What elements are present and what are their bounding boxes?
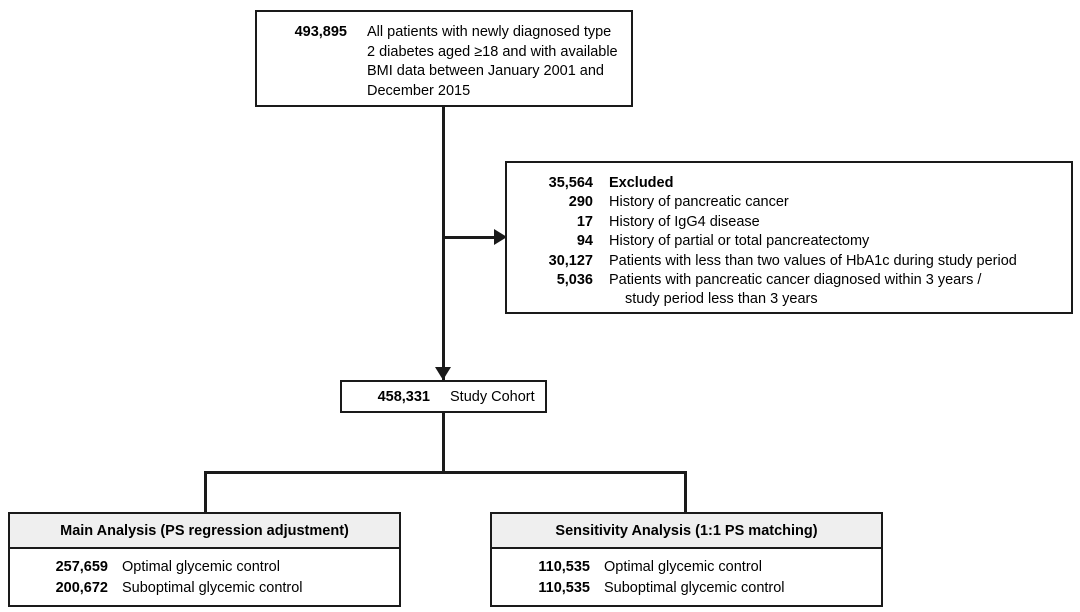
study-cohort-row: 458,331 Study Cohort (356, 389, 535, 405)
excluded-total-label: Excluded (609, 175, 674, 191)
excluded-reason-row: 94 History of partial or total pancreate… (519, 232, 1063, 251)
source-population-row: 493,895 All patients with newly diagnose… (271, 23, 621, 101)
excluded-reason-label: History of IgG4 disease (609, 213, 760, 230)
excluded-reason-label: History of pancreatic cancer (609, 194, 789, 211)
excluded-reason-count: 94 (576, 233, 593, 250)
excluded-reason-row: 290 History of pancreatic cancer (519, 193, 1063, 212)
connector-cohort-split-stem (442, 413, 445, 473)
connector-to-sensitivity-analysis (684, 471, 687, 513)
main-analysis-body: 257,659 Optimal glycemic control 200,672… (10, 549, 399, 607)
excluded-reason-count: 290 (568, 194, 593, 211)
main-analysis-count: 257,659 (55, 559, 108, 575)
excluded-reason-row: 5,036 Patients with pancreatic cancer di… (519, 271, 1063, 290)
excluded-reason-label: History of partial or total pancreatecto… (609, 233, 870, 250)
main-analysis-label: Suboptimal glycemic control (122, 580, 303, 596)
sensitivity-analysis-box: Sensitivity Analysis (1:1 PS matching) 1… (490, 512, 883, 607)
excluded-reason-count: 17 (576, 213, 593, 230)
sensitivity-analysis-label: Suboptimal glycemic control (604, 580, 785, 596)
source-population-box: 493,895 All patients with newly diagnose… (255, 10, 633, 107)
main-analysis-label: Optimal glycemic control (122, 559, 280, 575)
excluded-reason-label: Patients with less than two values of Hb… (609, 252, 1017, 269)
sensitivity-analysis-label: Optimal glycemic control (604, 559, 762, 575)
connector-source-to-cohort (442, 107, 445, 380)
sensitivity-analysis-row: 110,535 Suboptimal glycemic control (492, 578, 873, 599)
main-analysis-row: 200,672 Suboptimal glycemic control (10, 578, 391, 599)
sensitivity-analysis-count: 110,535 (538, 580, 590, 596)
connector-to-main-analysis (204, 471, 207, 513)
source-population-count: 493,895 (294, 24, 347, 40)
sensitivity-analysis-count: 110,535 (538, 559, 590, 575)
main-analysis-box: Main Analysis (PS regression adjustment)… (8, 512, 401, 607)
main-analysis-count: 200,672 (55, 580, 108, 596)
excluded-reason-row: 17 History of IgG4 disease (519, 213, 1063, 232)
excluded-reason-row: 30,127 Patients with less than two value… (519, 252, 1063, 271)
study-cohort-label: Study Cohort (450, 388, 535, 405)
excluded-reason-count: 30,127 (548, 252, 593, 269)
excluded-box: 35,564 Excluded 290 History of pancreati… (505, 161, 1073, 314)
arrowhead-right-excluded-icon (494, 229, 507, 245)
study-cohort-box: 458,331 Study Cohort (340, 380, 547, 413)
arrowhead-down-cohort-icon (435, 367, 451, 380)
sensitivity-analysis-body: 110,535 Optimal glycemic control 110,535… (492, 549, 881, 607)
sensitivity-analysis-title: Sensitivity Analysis (1:1 PS matching) (492, 514, 881, 549)
study-cohort-count: 458,331 (377, 388, 430, 405)
main-analysis-row: 257,659 Optimal glycemic control (10, 557, 391, 578)
source-population-description: All patients with newly diagnosed type 2… (367, 24, 618, 99)
excluded-total-row: 35,564 Excluded (519, 174, 1063, 193)
connector-to-excluded (442, 236, 498, 239)
main-analysis-title: Main Analysis (PS regression adjustment) (10, 514, 399, 549)
excluded-reason-continuation: study period less than 3 years (625, 291, 818, 308)
excluded-total-count: 35,564 (548, 175, 593, 191)
connector-cohort-split-bar (204, 471, 687, 474)
excluded-reason-label: Patients with pancreatic cancer diagnose… (609, 272, 982, 289)
sensitivity-analysis-row: 110,535 Optimal glycemic control (492, 557, 873, 578)
excluded-reason-count: 5,036 (556, 272, 593, 289)
